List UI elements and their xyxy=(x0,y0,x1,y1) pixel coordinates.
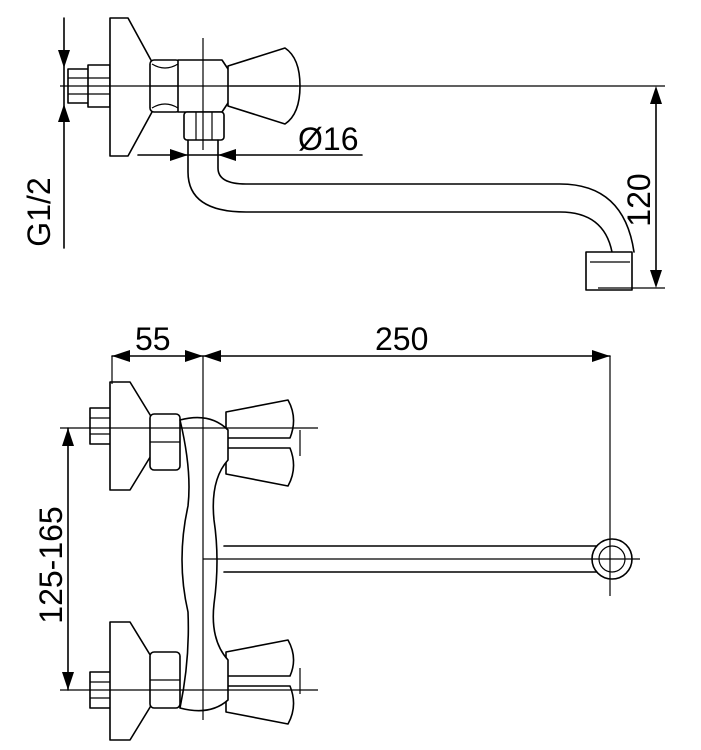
side-view: 120 G1/2 Ø16 xyxy=(21,17,665,291)
spout-length-label: 250 xyxy=(375,321,428,357)
spacing-dimension: 125-165 xyxy=(33,427,74,691)
aerator xyxy=(585,251,633,291)
diameter-dimension: Ø16 xyxy=(137,121,363,161)
thread-dimension: G1/2 xyxy=(21,17,70,249)
mixer-body xyxy=(179,416,229,712)
spacing-label: 125-165 xyxy=(33,506,69,623)
diameter-label: Ø16 xyxy=(298,121,358,157)
upper-valve xyxy=(89,381,295,491)
height-label: 120 xyxy=(621,173,657,226)
lower-valve xyxy=(89,621,295,741)
height-dimension: 120 xyxy=(621,86,662,288)
offset-label: 55 xyxy=(135,321,171,357)
wall-flange xyxy=(109,17,153,157)
thread-label: G1/2 xyxy=(21,177,57,246)
spout-connector xyxy=(183,111,225,141)
spout-pipe xyxy=(187,139,613,253)
offset-dimension: 55 250 xyxy=(111,321,611,362)
front-view: 55 250 125-165 xyxy=(33,321,640,741)
